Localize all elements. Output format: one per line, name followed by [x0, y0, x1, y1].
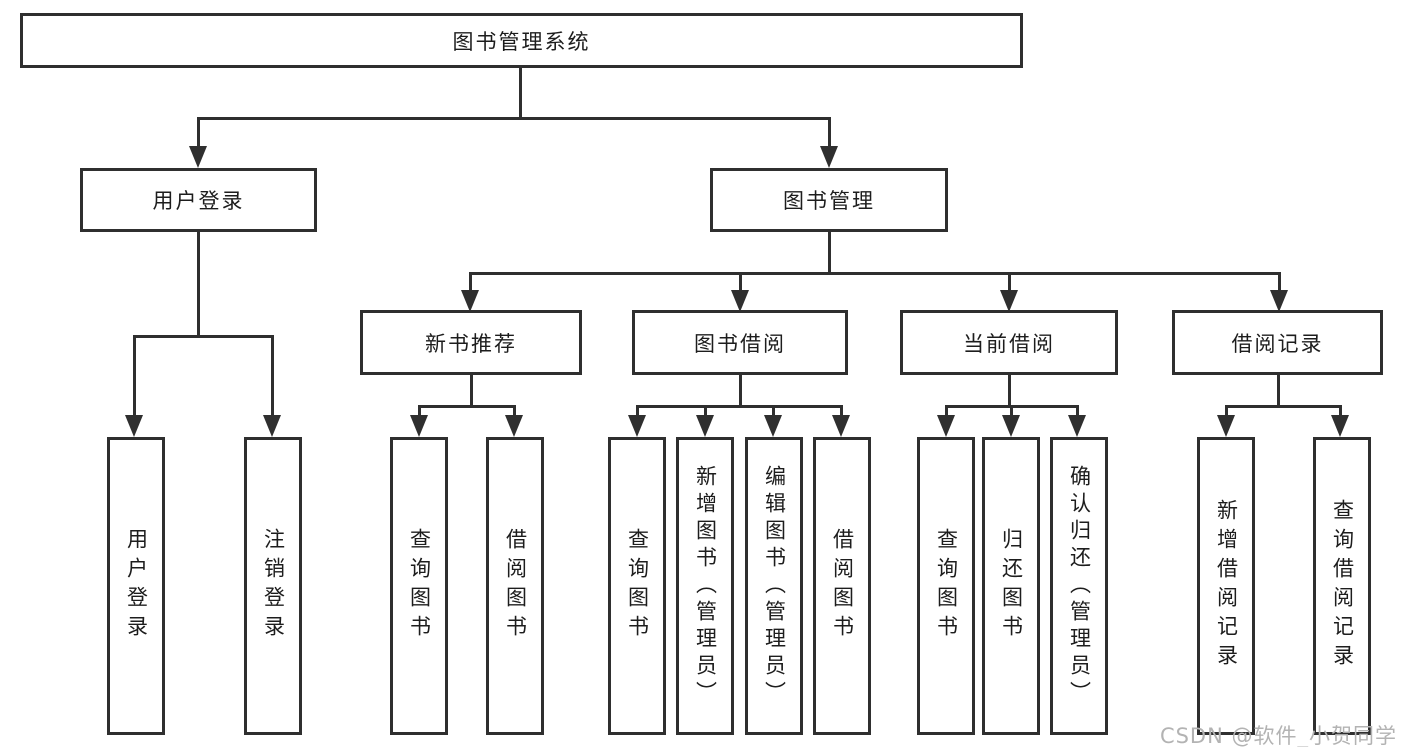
- leaf-label: 注销登录: [261, 528, 286, 644]
- leaf-borrow-books: 借阅图书: [813, 437, 871, 735]
- arrowhead-icon: [832, 415, 850, 437]
- connector-line: [1076, 405, 1079, 418]
- leaf-user-login: 用户登录: [107, 437, 165, 735]
- connector-line: [828, 232, 831, 275]
- node-label: 新书推荐: [425, 331, 517, 356]
- connector-line: [1225, 405, 1228, 418]
- csdn-watermark: CSDN @软件_小贺同学: [1159, 724, 1397, 747]
- leaf-label: 查询图书: [934, 528, 959, 644]
- connector-line: [519, 68, 522, 118]
- leaf-query-books-recommend: 查询图书: [390, 437, 448, 735]
- arrowhead-icon: [1331, 415, 1349, 437]
- leaf-label: 查询图书: [625, 528, 650, 644]
- connector-line: [197, 232, 200, 338]
- connector-line: [418, 405, 516, 408]
- connector-line: [197, 117, 200, 151]
- leaf-label: 归还图书: [999, 528, 1024, 644]
- node-label: 当前借阅: [963, 331, 1055, 356]
- leaf-logout: 注销登录: [244, 437, 302, 735]
- leaf-query-books-borrow: 查询图书: [608, 437, 666, 735]
- connector-line: [739, 272, 742, 292]
- node-current-borrow: 当前借阅: [900, 310, 1118, 375]
- node-book-management: 图书管理: [710, 168, 948, 232]
- leaf-label: 用户登录: [124, 528, 149, 644]
- connector-line: [197, 117, 831, 120]
- connector-line: [1339, 405, 1342, 418]
- connector-line: [133, 335, 136, 417]
- arrowhead-icon: [263, 415, 281, 437]
- leaf-query-books-current: 查询图书: [917, 437, 975, 735]
- leaf-edit-books-admin: 编辑图书（管理员）: [745, 437, 803, 735]
- arrowhead-icon: [1002, 415, 1020, 437]
- arrowhead-icon: [189, 146, 207, 168]
- connector-line: [772, 405, 775, 418]
- connector-line: [828, 117, 831, 151]
- arrowhead-icon: [1068, 415, 1086, 437]
- connector-line: [271, 335, 274, 417]
- connector-line: [469, 272, 1281, 275]
- node-new-book-recommend: 新书推荐: [360, 310, 582, 375]
- leaf-add-borrow-record: 新增借阅记录: [1197, 437, 1255, 735]
- connector-line: [1225, 405, 1341, 408]
- arrowhead-icon: [1270, 290, 1288, 312]
- connector-line: [739, 375, 742, 408]
- node-label: 图书管理: [783, 189, 875, 213]
- arrowhead-icon: [731, 290, 749, 312]
- connector-line: [945, 405, 948, 418]
- leaf-label: 查询借阅记录: [1330, 499, 1355, 673]
- arrowhead-icon: [820, 146, 838, 168]
- connector-line: [418, 405, 421, 418]
- connector-line: [1278, 272, 1281, 292]
- arrowhead-icon: [410, 415, 428, 437]
- arrowhead-icon: [764, 415, 782, 437]
- connector-line: [469, 272, 472, 292]
- arrowhead-icon: [461, 290, 479, 312]
- node-label: 借阅记录: [1231, 331, 1324, 356]
- connector-line: [470, 375, 473, 408]
- node-label: 用户登录: [152, 189, 245, 213]
- connector-line: [1277, 375, 1280, 408]
- node-book-borrow: 图书借阅: [632, 310, 848, 375]
- connector-line: [1008, 272, 1011, 292]
- node-label: 图书管理系统: [452, 29, 591, 54]
- leaf-confirm-return-admin: 确认归还（管理员）: [1050, 437, 1108, 735]
- leaf-label: 借阅图书: [503, 528, 528, 644]
- leaf-borrow-books-recommend: 借阅图书: [486, 437, 544, 735]
- leaf-label: 查询图书: [407, 528, 432, 644]
- connector-line: [133, 335, 274, 338]
- node-label: 图书借阅: [694, 331, 786, 356]
- leaf-label: 借阅图书: [830, 528, 855, 644]
- connector-line: [1008, 375, 1011, 408]
- arrowhead-icon: [125, 415, 143, 437]
- leaf-label: 新增借阅记录: [1214, 499, 1239, 673]
- node-user-login: 用户登录: [80, 168, 317, 232]
- connector-line: [636, 405, 639, 418]
- node-library-system: 图书管理系统: [20, 13, 1023, 68]
- leaf-label: 编辑图书（管理员）: [762, 464, 787, 708]
- arrowhead-icon: [628, 415, 646, 437]
- connector-line: [636, 405, 842, 408]
- connector-line: [1010, 405, 1013, 418]
- arrowhead-icon: [937, 415, 955, 437]
- connector-line: [840, 405, 843, 418]
- leaf-add-books-admin: 新增图书（管理员）: [676, 437, 734, 735]
- leaf-query-borrow-record: 查询借阅记录: [1313, 437, 1371, 735]
- leaf-label: 新增图书（管理员）: [693, 464, 718, 708]
- arrowhead-icon: [505, 415, 523, 437]
- connector-line: [513, 405, 516, 418]
- leaf-return-books: 归还图书: [982, 437, 1040, 735]
- leaf-label: 确认归还（管理员）: [1067, 464, 1092, 708]
- node-borrow-record: 借阅记录: [1172, 310, 1383, 375]
- connector-line: [704, 405, 707, 418]
- arrowhead-icon: [696, 415, 714, 437]
- arrowhead-icon: [1217, 415, 1235, 437]
- arrowhead-icon: [1000, 290, 1018, 312]
